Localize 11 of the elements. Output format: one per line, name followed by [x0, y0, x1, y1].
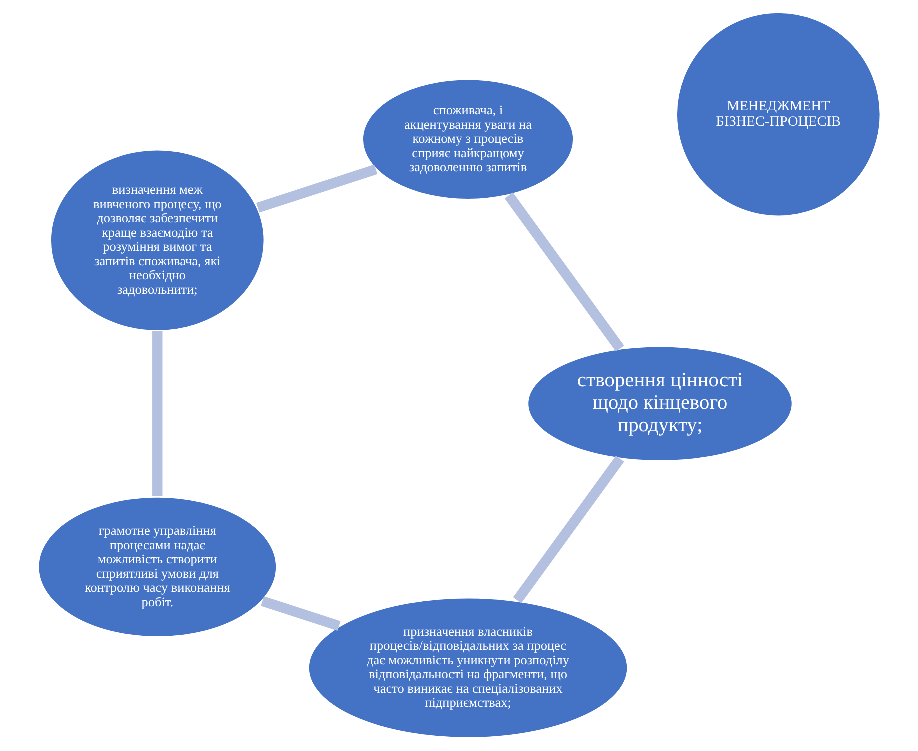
node-ellipse: споживача, і акцентування уваги на кожному з процесів сприяє найкращому задоволенню запитів	[360, 78, 575, 202]
connector	[260, 596, 340, 632]
node-ellipse: призначення власників процесів/відповідальних за процес дає можливість уникнути розподілу відповідальності на фрагменти, що часто виникає на спеціалізованих підприємствах;	[306, 596, 629, 740]
node-ellipse: створення цінності щодо кінцевого продукту;	[526, 345, 794, 463]
node-ellipse: грамотне управління процесами надає можливість створити сприятливі умови для контролю часу виконання робіт.	[36, 496, 278, 639]
node-circle: МЕНЕДЖМЕНТ БІЗНЕС-ПРОЦЕСІВ	[674, 11, 882, 218]
connector	[152, 332, 162, 496]
connector	[512, 456, 624, 604]
node-ellipse: визначення меж вивченого процесу, що дозволяє забезпечити краще взаємодію та розуміння вимог та запитів споживача, які необхідно задовольнити;	[48, 148, 266, 332]
connector	[504, 192, 624, 352]
connector	[256, 164, 378, 213]
